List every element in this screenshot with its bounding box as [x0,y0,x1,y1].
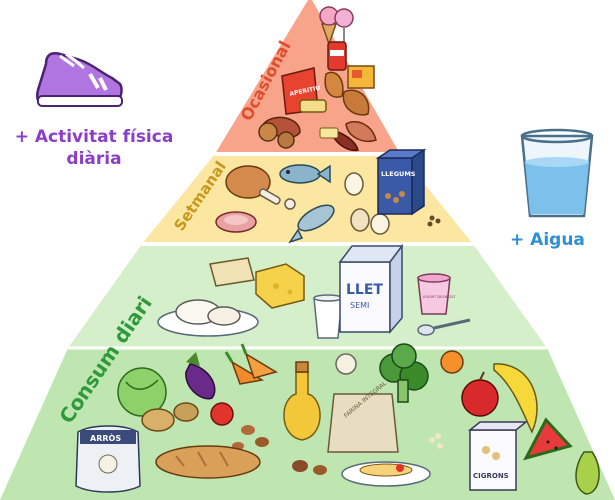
milk-glass-icon [313,294,343,339]
water-glass-icon [520,128,594,218]
egg-icon [344,172,390,235]
chicken-leg-icon [225,165,296,210]
rice-box-label: ARRÒS [90,432,121,443]
ice-cream-cone-icon [319,6,339,47]
water-label: + Aigua [510,230,585,250]
legumes-box-label: LLEGUMS [381,170,416,178]
orange-icon [440,350,464,374]
milk-carton-sublabel: SEMI [350,301,369,310]
oil-bottle-icon [283,361,321,441]
pasta-plate-icon [341,461,431,487]
fish-icon [279,164,331,184]
pear-icon [575,451,600,495]
eggplant-icon [185,352,216,400]
cookies-icon [258,122,295,149]
cheese-block-icon [255,263,305,309]
physical-activity-label: + Activitat física diària [14,127,174,169]
potatoes-icon [141,402,199,432]
milk-carton-label: LLET [346,282,383,298]
spoon-icon [417,318,471,336]
soda-can-icon [327,41,347,71]
broccoli-icon [379,343,429,403]
apple-icon [461,371,499,417]
lollipop-icon [334,8,354,44]
lettuce-icon [117,367,167,417]
milk-carton-icon: LLET SEMI [338,243,404,335]
carrots-icon [224,343,278,385]
lentils-icon [427,215,441,227]
fresh-cheese-plate-icon [157,299,259,337]
legumes-box-icon: LLEGUMS [375,148,427,216]
yogurt-cup-label: IOGURT DESNATAT [423,295,456,299]
watermelon-icon [523,417,573,461]
rice-box-icon: ARRÒS [75,425,141,493]
flour-bag-icon: FARINA INTEGRAL [327,380,399,453]
tomato-icon [210,402,234,426]
pastries-icon [299,71,377,142]
small-beans-icon [429,433,443,449]
juice-box-icon [347,65,375,89]
banana-icon [493,363,538,434]
nuts-icon [232,425,327,475]
bread-icon [155,445,261,479]
sneaker-icon [36,52,123,107]
ham-slice-icon [215,211,257,233]
chickpeas-box-icon: CIGRONS [467,421,529,491]
yogurt-cup-icon: IOGURT DESNATAT [417,273,456,315]
cheese-wedge-icon [209,257,255,287]
fish-icon-2 [288,204,335,244]
chickpeas-box-label: CIGRONS [473,472,509,480]
garlic-icon [335,353,357,375]
